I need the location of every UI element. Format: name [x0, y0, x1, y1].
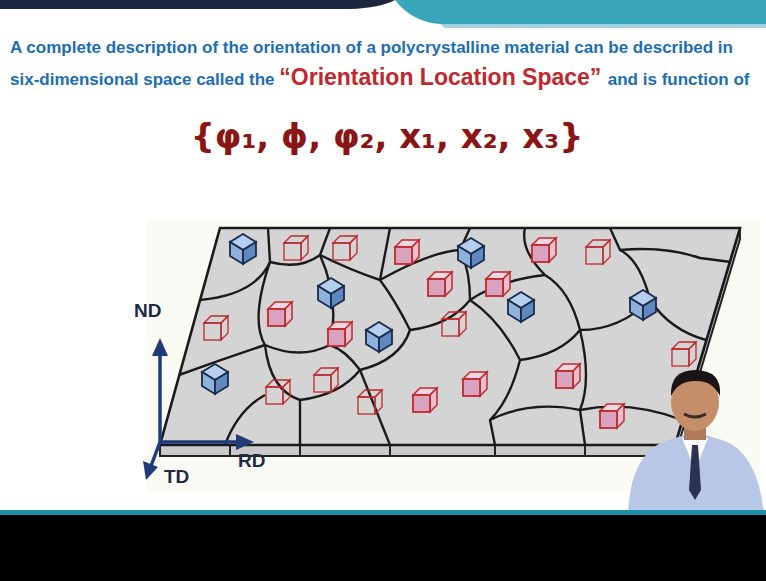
header-band [440, 24, 766, 28]
presenter-video [628, 370, 764, 515]
footer-bar [0, 515, 766, 581]
axis-label: TD [164, 466, 189, 488]
footer-line [0, 510, 766, 515]
axis-arrows [143, 338, 254, 480]
sheet-edge-grains [230, 445, 585, 456]
axis-label: RD [238, 450, 265, 472]
header-band [395, 0, 766, 24]
sheet-outline [160, 228, 740, 445]
grain-orientation-cubes [202, 234, 696, 428]
formula: {φ₁, ϕ, φ₂, x₁, x₂, x₃} [4, 116, 766, 156]
header-band [0, 0, 395, 9]
sheet-surface [160, 228, 740, 445]
intro-sentence: A complete description of the orientatio… [10, 36, 758, 94]
term-highlight: “Orientation Location Space” [279, 64, 601, 90]
intro-text: and is function of [608, 70, 750, 89]
grain-boundaries [179, 228, 731, 445]
axis-label: ND [134, 300, 161, 322]
